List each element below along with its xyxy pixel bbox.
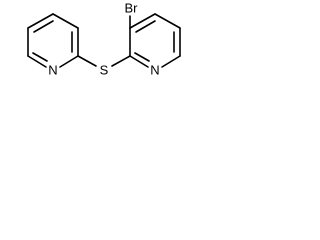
bond	[161, 55, 181, 68]
left-pyridine-ring	[27, 13, 79, 68]
bond	[32, 52, 48, 62]
structure-diagram: N S N Br	[0, 0, 214, 95]
sulfur-label: S	[100, 63, 109, 78]
bond	[154, 13, 181, 29]
pyridine-nitrogen-label: N	[48, 63, 57, 78]
bromine-label: Br	[125, 1, 139, 16]
bond	[27, 55, 47, 68]
bond	[59, 55, 79, 68]
molecule-drawing: N S N Br	[27, 1, 181, 78]
bond	[129, 13, 156, 29]
right-pyridine-ring	[129, 13, 181, 68]
bond	[33, 20, 54, 33]
thioether-bridge	[77, 55, 131, 67]
bond	[52, 13, 79, 29]
bond	[111, 55, 131, 67]
bond	[135, 20, 156, 33]
bond	[77, 55, 97, 67]
bond	[129, 55, 149, 68]
bond	[27, 13, 54, 29]
pyridine-nitrogen-label: N	[150, 63, 159, 78]
bond	[134, 52, 150, 62]
